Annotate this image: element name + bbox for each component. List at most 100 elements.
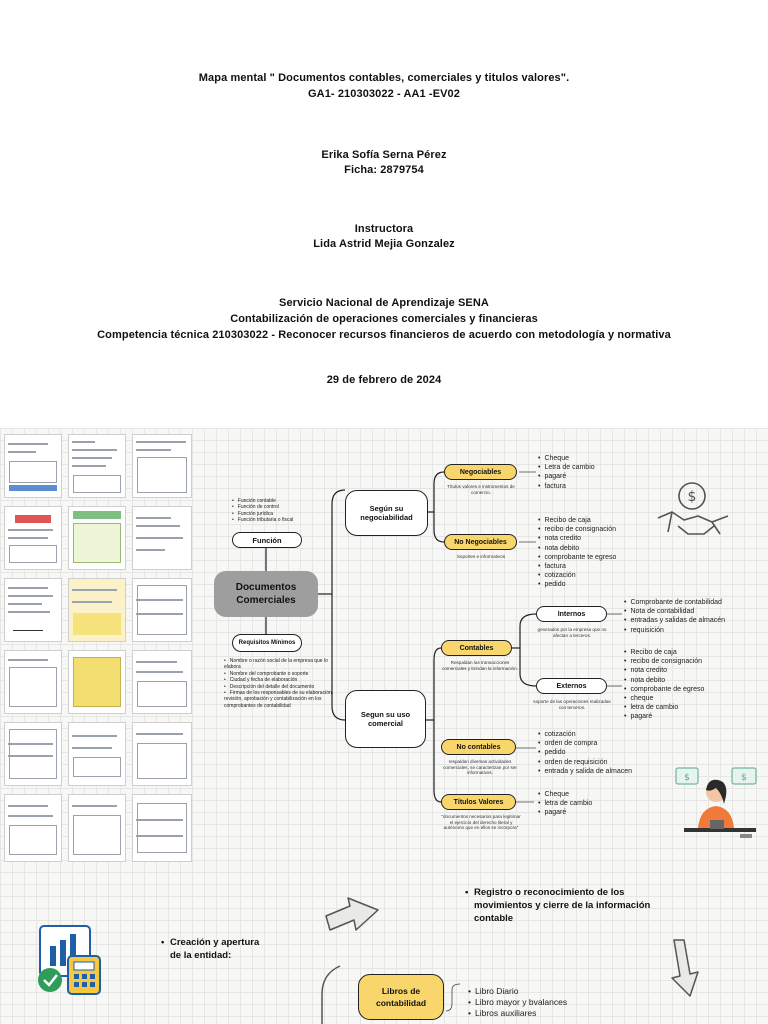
thumbnail-cheque (68, 722, 126, 786)
thumbnail-table-form (132, 578, 192, 642)
thumbnail-receipt (68, 434, 126, 498)
externos-item: letra de cambio (624, 703, 764, 712)
activity-code: GA1- 210303022 - AA1 -EV02 (308, 88, 460, 100)
node-titulos-valores: Títulos Valores (441, 794, 516, 810)
externos-item: pagaré (624, 712, 764, 721)
instructor-name: Lida Astrid Mejia Gonzalez (313, 238, 455, 250)
libros-item: Libros auxiliares (468, 1008, 608, 1019)
externos-item: nota debito (624, 676, 764, 685)
node-no-contables: No contables (441, 739, 516, 755)
no-negociables-item: pedido (538, 580, 648, 589)
internos-list: Comprobante de contabilidad Nota de cont… (624, 598, 768, 635)
externos-item: recibo de consignación (624, 657, 764, 666)
no-contables-list: cotización orden de compra pedido orden … (538, 730, 658, 776)
internos-item: entradas y salidas de almacén (624, 616, 768, 625)
requisito-item: Nombre o razón social de la empresa que … (224, 658, 336, 671)
no-negociables-item: nota credito (538, 534, 648, 543)
node-internos: Internos (536, 606, 607, 622)
doc-title: Mapa mental " Documentos contables, come… (198, 72, 570, 84)
titulos-note: "documentos necesarios para legitimar el… (441, 814, 521, 831)
titulos-item: Cheque (538, 790, 618, 799)
date-text: 29 de febrero de 2024 (326, 374, 442, 386)
negociables-item: factura (538, 482, 618, 491)
externos-item: Recibo de caja (624, 648, 764, 657)
libros-item: Libro mayor y bvalances (468, 997, 608, 1008)
externos-item: nota credito (624, 666, 764, 675)
no-contables-item: pedido (538, 748, 658, 757)
thumbnail-order-form (4, 650, 62, 714)
accountant-illustration: $ $ (675, 767, 757, 838)
no-negociables-item: nota debito (538, 544, 648, 553)
externos-list: Recibo de caja recibo de consignación no… (624, 648, 764, 722)
no-contables-item: entrada y salida de almacen (538, 767, 658, 776)
negociables-list: Cheque Letra de cambio pagaré factura (538, 454, 618, 491)
libros-list: Libro Diario Libro mayor y bvalances Lib… (468, 986, 608, 1019)
libros-item: Libro Diario (468, 986, 608, 997)
requisito-item: Ciudad y fecha de elaboración (224, 677, 336, 683)
contables-note: Respaldan las transacciones comerciales … (442, 660, 518, 671)
node-funcion: Función (232, 532, 302, 548)
internos-item: Nota de contabilidad (624, 607, 768, 616)
no-contables-item: orden de compra (538, 739, 658, 748)
svg-text:$: $ (684, 773, 690, 783)
creacion-title: Creación y apertura de la entidad: (161, 936, 270, 962)
titulos-item: pagaré (538, 808, 618, 817)
thumbnail-cash-voucher (132, 506, 192, 570)
thumbnail-debit-voucher (132, 650, 192, 714)
requisito-item: Firmas de los responsables de su elabora… (224, 690, 336, 709)
negociables-item: Letra de cambio (538, 463, 618, 472)
negociables-item: Cheque (538, 454, 618, 463)
funcion-item: Función de control (232, 504, 328, 510)
externos-note: soporte de las operaciones realizadas co… (533, 699, 611, 710)
node-contables: Contables (441, 640, 512, 656)
thumbnail-yellow-receipt (68, 650, 126, 714)
mind-map-board: Función contable Función de control Func… (0, 428, 768, 1024)
cover-page: Mapa mental " Documentos contables, come… (0, 0, 768, 428)
funcion-list: Función contable Función de control Func… (232, 498, 328, 524)
no-negociables-item: comprobante te egreso (538, 553, 648, 562)
node-libros-contabilidad: Libros de contabilidad (358, 974, 444, 1020)
node-requisitos: Requisitos Mínimos (232, 634, 302, 652)
negociables-note: Títulos valores e instrumentos de comerc… (447, 484, 515, 495)
thumbnail-green-form (68, 506, 126, 570)
no-negociables-item: recibo de consignación (538, 525, 648, 534)
requisitos-list: Nombre o razón social de la empresa que … (224, 658, 336, 709)
no-negociables-item: Recibo de caja (538, 516, 648, 525)
node-no-negociables: No Negociables (444, 534, 517, 550)
svg-text:$: $ (688, 489, 697, 505)
funcion-item: Función tributaria o fiscal (232, 517, 328, 523)
no-negociables-item: factura (538, 562, 648, 571)
internos-item: Comprobante de contabilidad (624, 598, 768, 607)
funcion-item: Función contable (232, 498, 328, 504)
thumbnail-consignment (4, 794, 62, 862)
node-externos: Externos (536, 678, 607, 694)
no-contables-note: respaldan diversas actividades comercial… (443, 759, 517, 776)
externos-item: cheque (624, 694, 764, 703)
requisito-item: Nombre del comprobante o soporte (224, 671, 336, 677)
no-negociables-list: Recibo de caja recibo de consignación no… (538, 516, 648, 590)
requisito-item: Descripción del detalle del documento (224, 684, 336, 690)
registro-title: Registro o reconocimiento de los movimie… (465, 886, 664, 925)
funcion-item: Función jurídica (232, 511, 328, 517)
handshake-money-icon: $ (657, 482, 729, 535)
thumbnail-inventory-sheet (132, 794, 192, 862)
thumbnail-ledger (4, 722, 62, 786)
program-name: Contabilización de operaciones comercial… (230, 313, 538, 325)
institution-name: Servicio Nacional de Aprendizaje SENA (279, 297, 489, 309)
thumbnail-requisition (68, 794, 126, 862)
accounting-calculator-icon (38, 925, 101, 995)
externos-item: comprobante de egreso (624, 685, 764, 694)
node-negociables: Negociables (444, 464, 517, 480)
negociables-item: pagaré (538, 472, 618, 481)
author-name: Erika Sofía Serna Pérez (321, 149, 447, 161)
ficha-number: Ficha: 2879754 (344, 164, 424, 176)
document-thumbnails (4, 434, 194, 862)
no-contables-item: orden de requisición (538, 758, 658, 767)
titulos-list: Cheque letra de cambio pagaré (538, 790, 618, 818)
thumbnail-debit-note (4, 506, 62, 570)
internos-note: generados por la empresa que no afectan … (537, 627, 607, 638)
thumbnail-petty-cash (132, 722, 192, 786)
thumbnail-invoice (4, 434, 62, 498)
thumbnail-promissory-note (4, 578, 62, 642)
thumbnail-statement (132, 434, 192, 498)
